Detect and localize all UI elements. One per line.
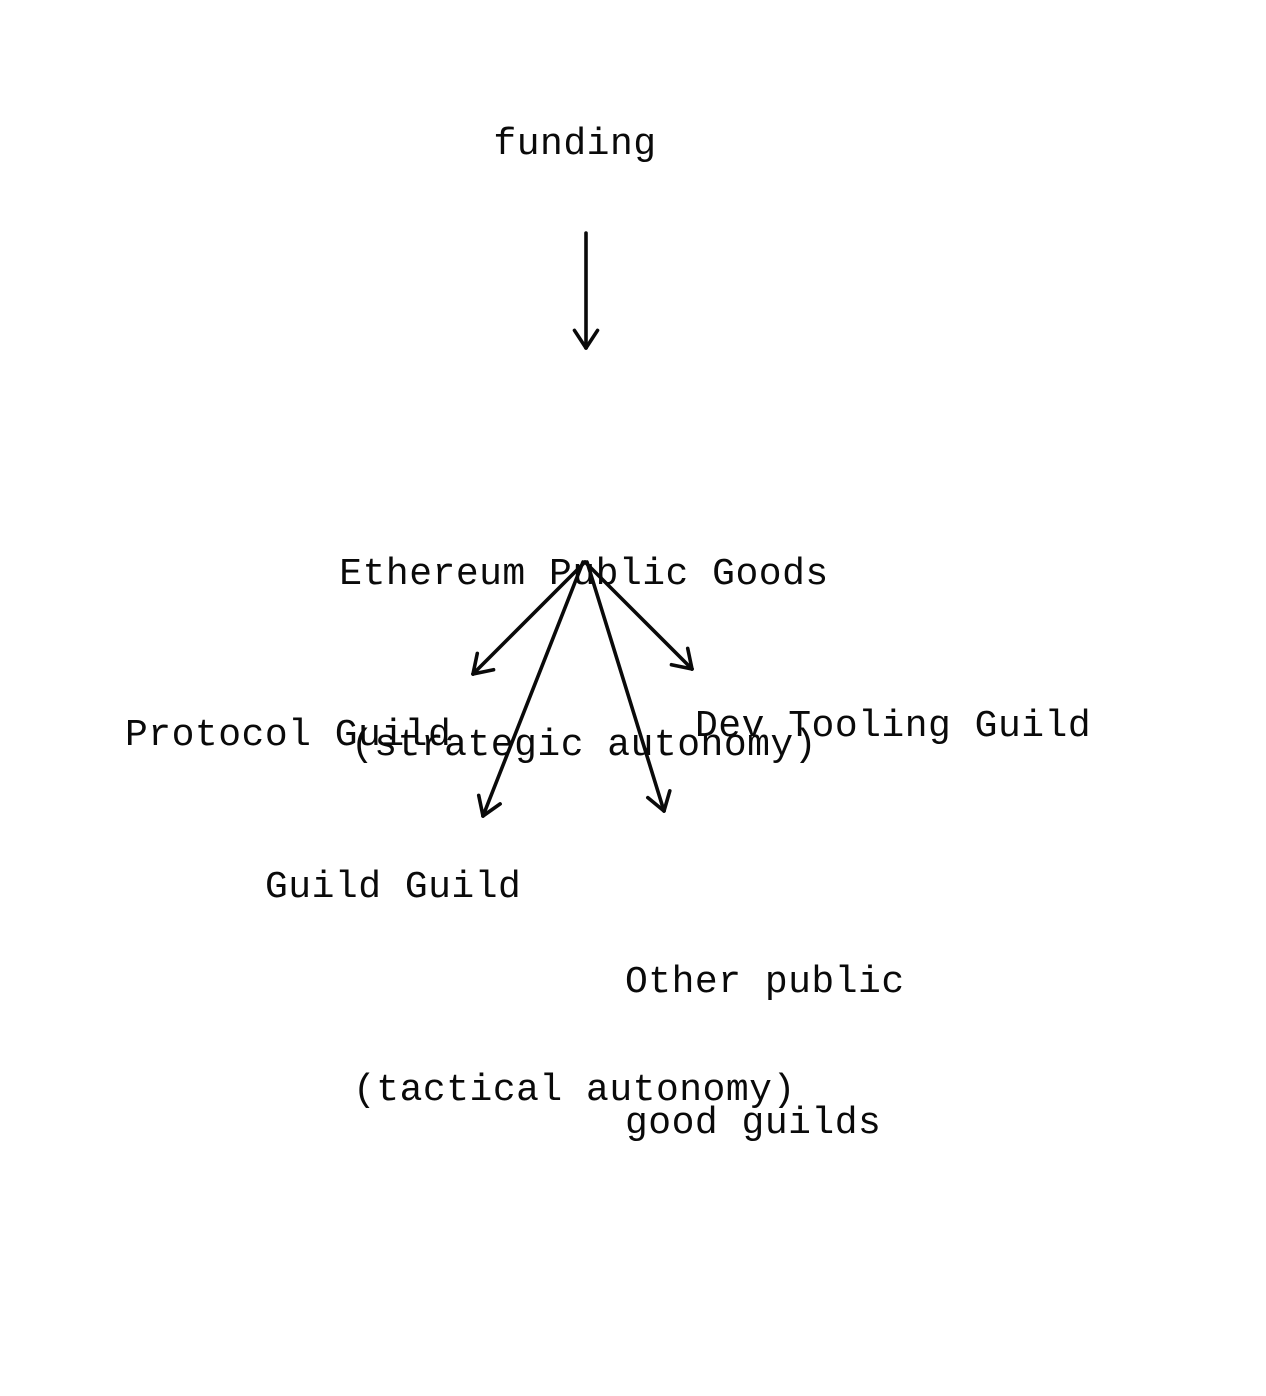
node-dev-tooling-guild: Dev Tooling Guild xyxy=(695,705,1092,748)
node-other-public-good-guilds-line1: Other public xyxy=(625,961,905,1004)
arrow-funding-to-epg-head xyxy=(584,328,600,350)
node-funding: funding xyxy=(493,123,657,166)
arrow-funding-to-epg-head xyxy=(572,328,588,350)
node-other-public-good-guilds-line2: good guilds xyxy=(625,1102,882,1145)
node-ethereum-public-goods-title: Ethereum Public Goods xyxy=(339,553,829,596)
node-protocol-guild: Protocol Guild xyxy=(125,714,452,757)
node-ethereum-public-goods-subtitle: (strategic autonomy) xyxy=(350,724,818,767)
node-guild-guild: Guild Guild xyxy=(265,866,522,909)
node-tactical-autonomy-caption: (tactical autonomy) xyxy=(353,1069,796,1112)
node-other-public-good-guilds: Other public good guilds xyxy=(625,865,905,1241)
node-ethereum-public-goods: Ethereum Public Goods (strategic autonom… xyxy=(339,432,828,888)
